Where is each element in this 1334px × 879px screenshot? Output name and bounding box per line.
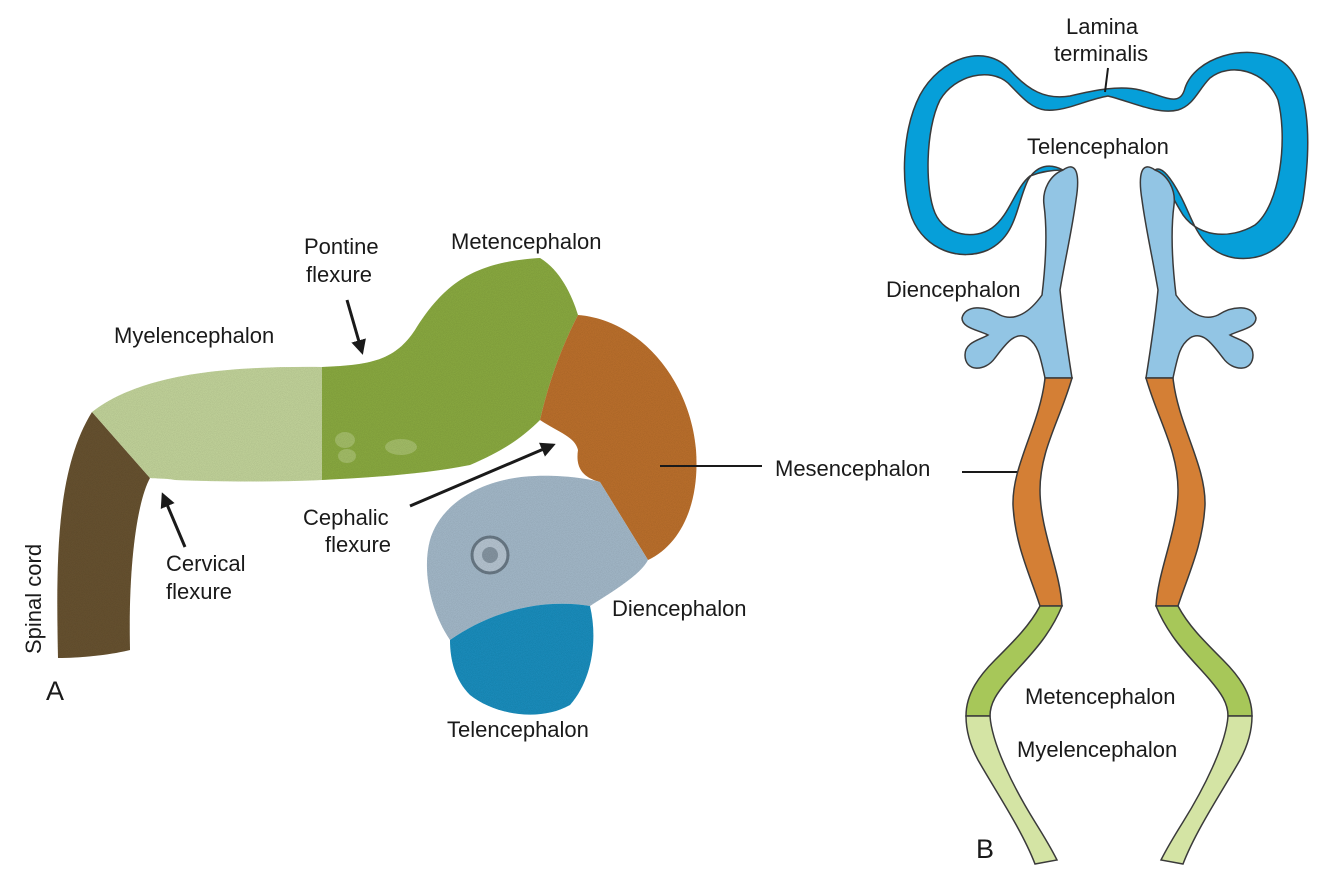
lamina-terminalis-leader-line — [1104, 67, 1109, 93]
otic-pit-shape — [338, 449, 356, 463]
panel-b-letter: B — [976, 834, 994, 864]
mesencephalon-region — [540, 315, 697, 560]
pontine-flexure-label-line1: Pontine — [304, 234, 379, 259]
optic-cup-shape — [482, 547, 498, 563]
panel-b-diagram — [903, 51, 1309, 865]
metencephalon-label: Metencephalon — [451, 229, 601, 254]
panel-a-diagram — [57, 258, 697, 715]
lamina-terminalis-label-line2: terminalis — [1054, 41, 1148, 66]
telencephalon-region — [450, 603, 594, 715]
cervical-flexure-label-line2: flexure — [166, 579, 232, 604]
cephalic-flexure-arrow — [409, 442, 556, 508]
b-myelencephalon-right-region — [1159, 715, 1253, 865]
b-mesencephalon-right-region — [1145, 377, 1206, 607]
b-diencephalon-right-region — [1139, 166, 1257, 379]
spinal-cord-region — [57, 412, 150, 658]
b-myelencephalon-left-region — [965, 715, 1059, 865]
mesencephalon-label: Mesencephalon — [775, 456, 930, 481]
b-telencephalon-region — [903, 51, 1309, 260]
metencephalon-label-b: Metencephalon — [1025, 684, 1175, 709]
cervical-flexure-arrow — [160, 492, 187, 548]
b-diencephalon-left-region — [961, 166, 1079, 379]
b-mesencephalon-left-region — [1012, 377, 1073, 607]
diencephalon-label-a: Diencephalon — [612, 596, 747, 621]
panel-a-letter: A — [46, 676, 64, 706]
cephalic-flexure-label-line1: Cephalic — [303, 505, 389, 530]
diencephalon-label-b: Diencephalon — [886, 277, 1021, 302]
metencephalon-region — [322, 258, 578, 480]
myelencephalon-label-b: Myelencephalon — [1017, 737, 1177, 762]
cephalic-flexure-label-line2: flexure — [325, 532, 391, 557]
pontine-flexure-arrow — [345, 299, 366, 355]
telencephalon-label-a: Telencephalon — [447, 717, 589, 742]
myelencephalon-label: Myelencephalon — [114, 323, 274, 348]
myelencephalon-region — [92, 366, 322, 482]
spinal-cord-label: Spinal cord — [21, 544, 46, 654]
otic-pit-shape — [385, 439, 417, 455]
pontine-flexure-label-line2: flexure — [306, 262, 372, 287]
diencephalon-region — [426, 475, 648, 640]
telencephalon-label-b: Telencephalon — [1027, 134, 1169, 159]
lamina-terminalis-label-line1: Lamina — [1066, 14, 1139, 39]
otic-pit-shape — [335, 432, 355, 448]
cervical-flexure-label-line1: Cervical — [166, 551, 245, 576]
